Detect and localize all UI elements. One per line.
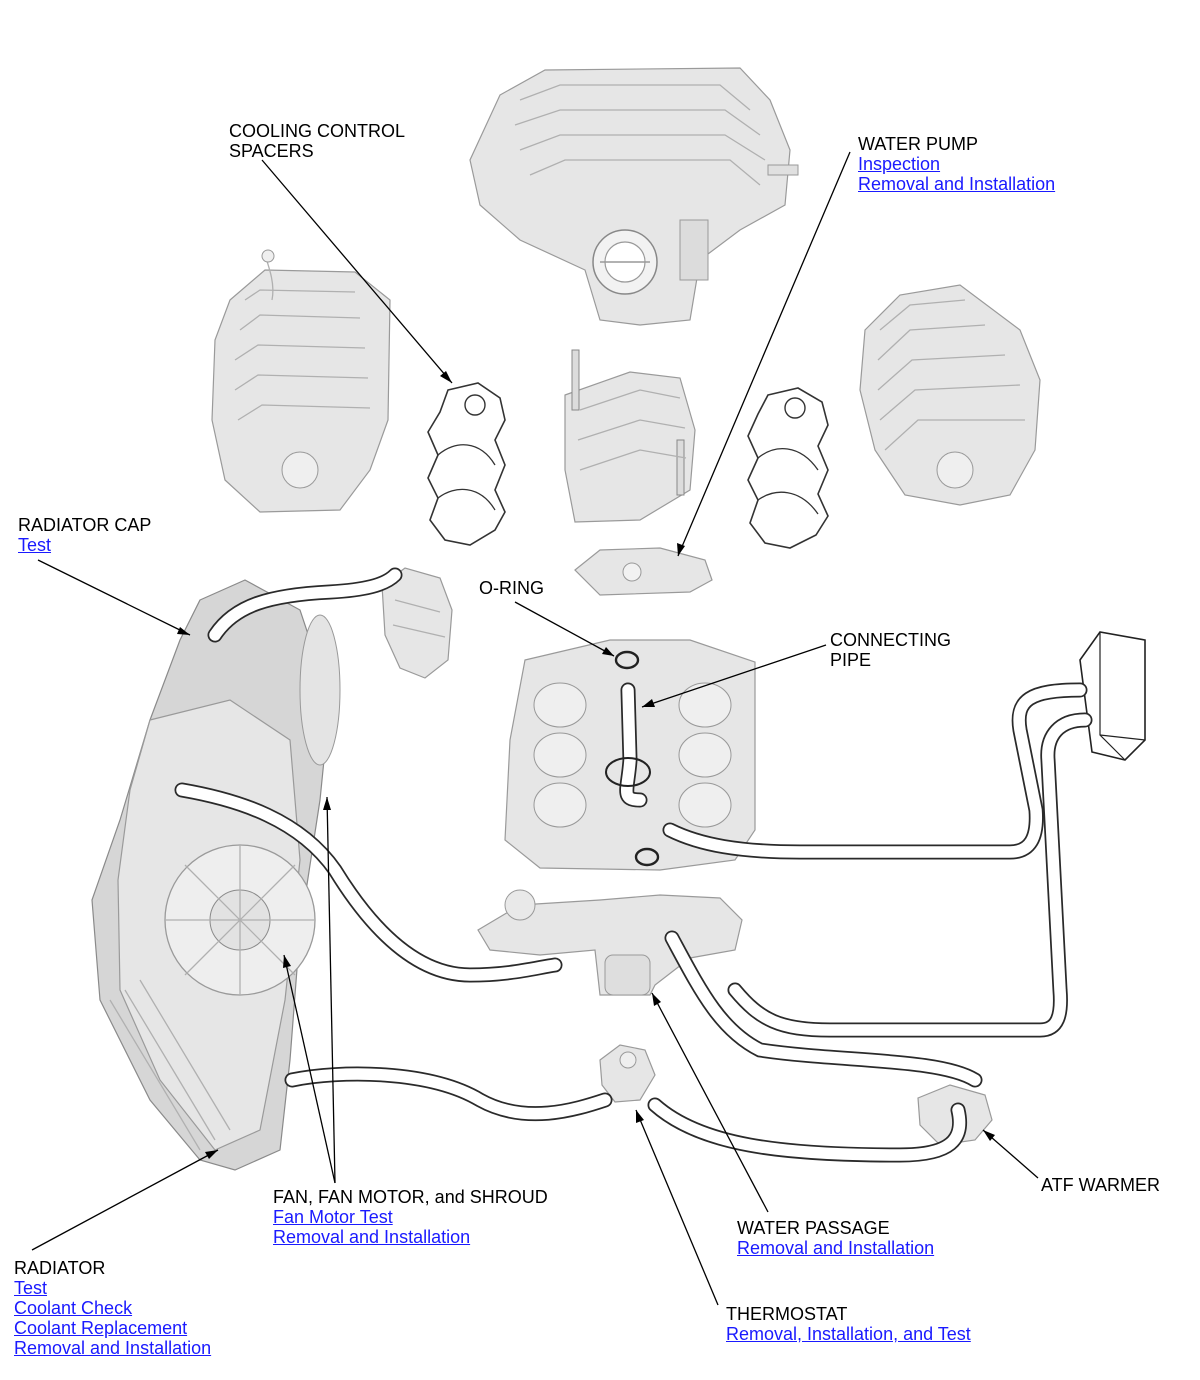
callout-connecting-pipe: CONNECTING PIPE <box>830 630 951 670</box>
water-pump-inspection-link[interactable]: Inspection <box>858 154 941 174</box>
cooling-control-spacer-right <box>747 387 829 549</box>
callout-thermostat: THERMOSTAT Removal, Installation, and Te… <box>726 1304 971 1344</box>
thermostat-title: THERMOSTAT <box>726 1304 848 1324</box>
callout-water-pump: WATER PUMP Inspection Removal and Instal… <box>858 134 1055 194</box>
callout-water-passage: WATER PASSAGE Removal and Installation <box>737 1218 934 1258</box>
radiator-title: RADIATOR <box>14 1258 106 1278</box>
leader-lines <box>31 151 1039 1306</box>
intake-manifold <box>469 67 799 326</box>
water-pump-removal-installation-link[interactable]: Removal and Installation <box>858 174 1056 194</box>
lower-intake <box>564 349 696 523</box>
thermostat-housing <box>599 1044 656 1103</box>
water-pump-title: WATER PUMP <box>858 134 978 154</box>
callout-atf-warmer: ATF WARMER <box>1041 1175 1160 1195</box>
left-cylinder-head <box>211 249 391 513</box>
callout-o-ring: O-RING <box>479 578 544 598</box>
fan-motor-test-link[interactable]: Fan Motor Test <box>273 1207 393 1227</box>
radiator-removal-installation-link[interactable]: Removal and Installation <box>14 1338 212 1358</box>
callout-cooling-control-spacers: COOLING CONTROL SPACERS <box>229 121 405 161</box>
connecting-pipe-line-2: PIPE <box>830 650 872 670</box>
radiator-coolant-replacement-link[interactable]: Coolant Replacement <box>14 1318 188 1338</box>
water-passage-housing <box>477 889 743 996</box>
radiator-cap-test-link[interactable]: Test <box>18 535 52 555</box>
callout-fan: FAN, FAN MOTOR, and SHROUD Fan Motor Tes… <box>273 1187 548 1247</box>
connecting-pipe-line-1: CONNECTING <box>830 630 951 650</box>
reservoir-tank <box>381 567 453 679</box>
callout-radiator-cap: RADIATOR CAP Test <box>18 515 151 555</box>
thermostat-removal-installation-test-link[interactable]: Removal, Installation, and Test <box>726 1324 971 1344</box>
callout-cooling-control-spacers-line-2: SPACERS <box>229 141 314 161</box>
callout-radiator: RADIATOR Test Coolant Check Coolant Repl… <box>14 1258 211 1358</box>
cooling-control-spacer-left <box>427 382 506 546</box>
water-passage-title: WATER PASSAGE <box>737 1218 890 1238</box>
radiator-test-link[interactable]: Test <box>14 1278 48 1298</box>
atf-warmer-title: ATF WARMER <box>1041 1175 1160 1195</box>
o-rings <box>614 650 660 867</box>
water-passage-removal-installation-link[interactable]: Removal and Installation <box>737 1238 935 1258</box>
fan-removal-installation-link[interactable]: Removal and Installation <box>273 1227 471 1247</box>
callout-cooling-control-spacers-line-1: COOLING CONTROL <box>229 121 406 141</box>
radiator-cap-title: RADIATOR CAP <box>18 515 152 535</box>
water-pump <box>574 547 713 596</box>
radiator-assembly <box>91 579 341 1171</box>
fan-title: FAN, FAN MOTOR, and SHROUD <box>273 1187 548 1207</box>
o-ring-title: O-RING <box>479 578 544 598</box>
right-cylinder-head <box>859 284 1041 506</box>
coolant-hoses <box>174 567 1093 1163</box>
heater-unit <box>1079 631 1146 761</box>
radiator-coolant-check-link[interactable]: Coolant Check <box>14 1298 133 1318</box>
